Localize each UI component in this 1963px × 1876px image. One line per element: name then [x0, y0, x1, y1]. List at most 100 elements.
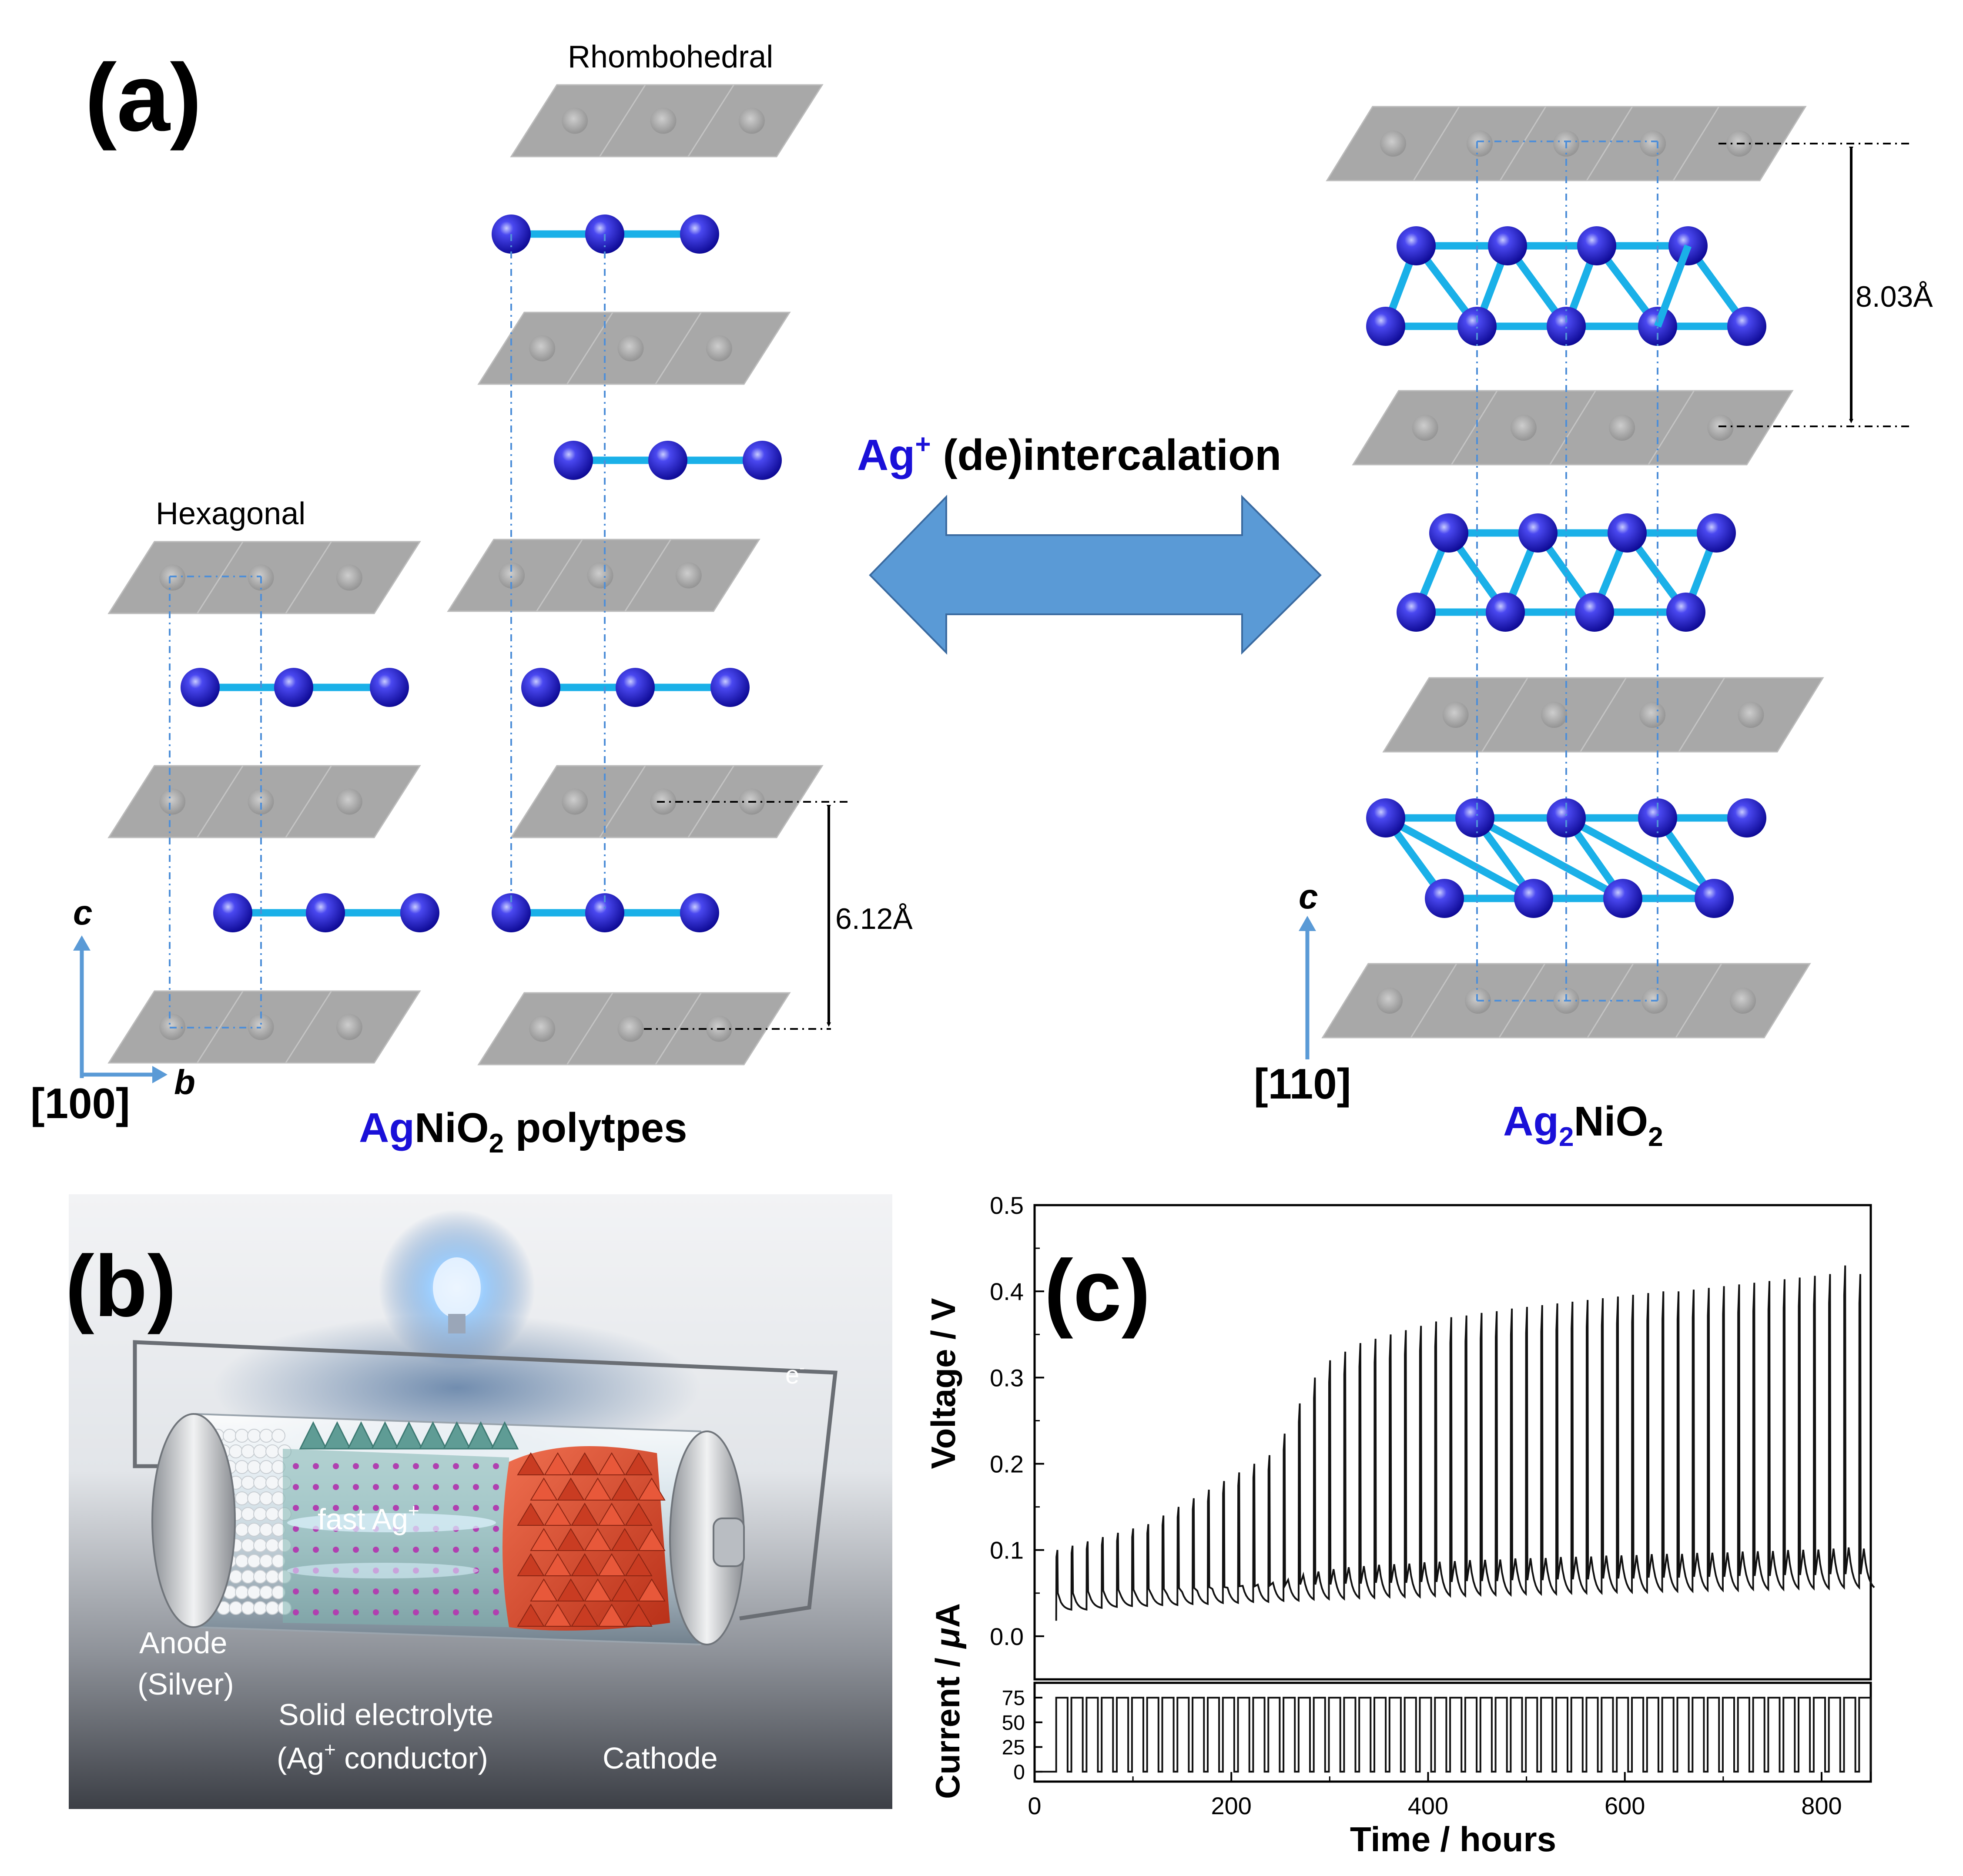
layer-edge	[1678, 677, 1725, 752]
electrolyte-atom	[493, 1505, 499, 1511]
electrolyte-atom	[413, 1547, 419, 1553]
ni-atom	[1541, 702, 1567, 728]
electron-label: e-	[785, 1359, 805, 1389]
b-axis-label: b	[174, 1063, 195, 1102]
ni-atom	[675, 562, 702, 589]
electrolyte-label: Solid electrolyte	[278, 1698, 493, 1732]
direction-label-right: [110]	[1254, 1060, 1351, 1108]
electrolyte-atom	[293, 1547, 299, 1553]
fast-ag-label: fast Ag+	[318, 1500, 419, 1536]
ni-atom	[529, 335, 556, 362]
cathode-crystals	[517, 1452, 666, 1627]
ni-atom	[1467, 131, 1493, 157]
electrolyte-crystal	[419, 1421, 447, 1450]
silver-atom	[271, 1429, 285, 1443]
electrolyte-atom	[393, 1547, 399, 1553]
electrolyte-atom	[313, 1505, 319, 1511]
silver-atom	[259, 1523, 273, 1537]
cathode-crystal	[625, 1553, 653, 1576]
layer-edge	[599, 765, 646, 838]
battery-terminal	[713, 1518, 745, 1567]
ag-atom	[370, 668, 409, 707]
ag-charge: +	[915, 429, 931, 459]
electrolyte-atom	[373, 1505, 379, 1511]
electrolyte-atom	[353, 1505, 359, 1511]
spacing-label: 8.03Å	[1856, 280, 1933, 313]
ni-atom	[1738, 702, 1764, 728]
silver-atom	[235, 1460, 249, 1474]
ag-atom	[400, 893, 439, 932]
cathode-crystal	[638, 1477, 666, 1501]
silver-atom	[247, 1523, 261, 1537]
electrolyte-atom	[413, 1609, 419, 1615]
silver-atom	[235, 1585, 249, 1599]
ag-atom	[1366, 307, 1405, 346]
ni-atom	[1730, 988, 1756, 1014]
electrolyte-atom	[453, 1547, 459, 1553]
silver-atom	[253, 1444, 267, 1458]
silver-atom	[265, 1444, 279, 1458]
electrolyte-atom	[373, 1484, 379, 1490]
cathode-crystal	[571, 1553, 599, 1576]
ag-atom	[181, 668, 220, 707]
electrolyte-atom	[413, 1484, 419, 1490]
ag-atom	[680, 214, 719, 254]
ag-bond	[1383, 814, 1536, 902]
ag-atom	[648, 441, 687, 480]
electrolyte-atom	[313, 1484, 319, 1490]
silver-atom	[265, 1476, 279, 1490]
cathode-crystal	[571, 1452, 599, 1475]
ag-atom	[1697, 513, 1736, 553]
ni-atom	[650, 107, 677, 134]
cathode-crystal	[530, 1578, 558, 1601]
layer-edge	[655, 312, 702, 385]
electrolyte-atom	[453, 1505, 459, 1511]
silver-atom	[253, 1476, 267, 1490]
ag-atom	[1695, 879, 1734, 918]
electrolyte-atom	[353, 1588, 359, 1595]
layer-edge	[1481, 677, 1528, 752]
electrolyte-atom	[353, 1547, 359, 1553]
cathode-crystal	[625, 1604, 653, 1627]
silver-atom	[253, 1538, 267, 1552]
y-tick-label: 0.2	[990, 1451, 1024, 1478]
ni-atom	[248, 788, 274, 815]
ag-atom	[1608, 513, 1647, 553]
electrolyte-atom	[293, 1463, 299, 1469]
layer-edge	[197, 541, 244, 614]
electrolyte-atom	[393, 1588, 399, 1595]
silver-atom	[235, 1554, 249, 1568]
silver-atom	[229, 1570, 243, 1584]
electrolyte-crystal	[395, 1421, 423, 1450]
ag-atom	[1727, 798, 1766, 838]
panel-b: (b) e- fast Ag+ Anode (Silver) Solid ele…	[65, 1194, 892, 1809]
electrolyte-atom	[433, 1484, 439, 1490]
ni-atom	[1639, 702, 1666, 728]
ni-atom	[529, 1015, 556, 1042]
voltage-plot-frame	[1033, 1204, 1872, 1681]
caption-part: Ag	[1503, 1098, 1559, 1145]
electrolyte-crystal	[466, 1421, 495, 1450]
ag-atom	[1397, 593, 1436, 632]
ni-atom	[1380, 131, 1406, 157]
circuit-wire	[133, 1340, 838, 1621]
silver-atom	[229, 1601, 243, 1615]
current-series-line	[1035, 1697, 1872, 1773]
silver-atom	[259, 1554, 273, 1568]
ni-atom	[738, 107, 765, 134]
ag-atom	[1397, 226, 1436, 265]
electrolyte-atom	[353, 1609, 359, 1615]
ag-bond	[1564, 814, 1716, 902]
electrolyte-atom	[433, 1588, 439, 1595]
cathode-crystal	[557, 1477, 585, 1501]
voltage-series-line	[1055, 1265, 1875, 1621]
ni-atom	[336, 1014, 362, 1040]
panel-b-label: (b)	[65, 1238, 176, 1335]
ni-atom	[159, 564, 186, 591]
cathode-crystal	[638, 1528, 666, 1551]
cathode-crystal	[625, 1503, 653, 1526]
silver-atom	[229, 1444, 243, 1458]
lightbulb-icon	[433, 1257, 481, 1318]
